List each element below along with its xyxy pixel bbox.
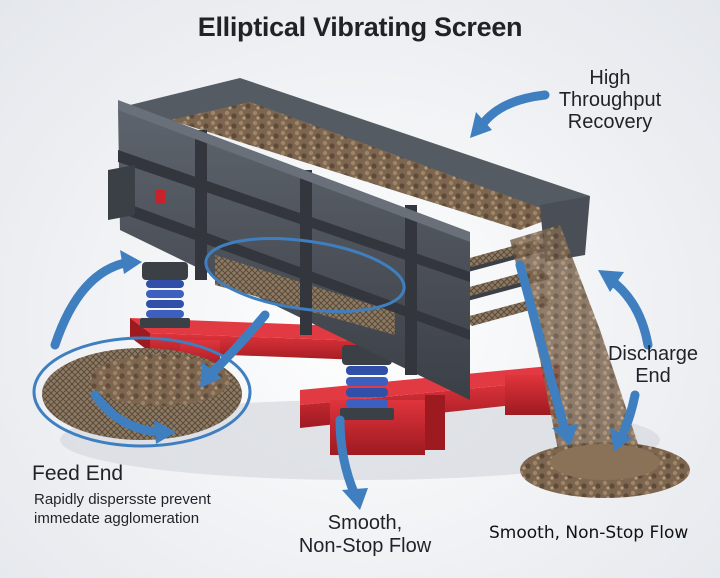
high-throughput-line-1: High: [589, 67, 631, 89]
high-throughput-label: High Throughput Recovery: [545, 67, 675, 133]
feed-end-description: Rapidly dispersste prevent immedate aggl…: [34, 490, 211, 528]
throughput-arrow: [477, 90, 550, 130]
high-throughput-line-2: Throughput: [558, 89, 662, 111]
smooth-flow-line-1: Smooth,: [327, 512, 403, 534]
discharge-end-line-2: End: [635, 365, 671, 387]
feed-end-sample: [32, 336, 252, 448]
screen-body: [108, 78, 590, 400]
high-throughput-line-3: Recovery: [567, 111, 653, 133]
discharge-end-line-1: Discharge: [607, 343, 699, 365]
sample-arrow: [90, 390, 165, 437]
discharge-up-arrow: [603, 273, 653, 350]
discharge-end-label: Discharge End: [598, 343, 708, 387]
smooth-flow-caption: Smooth, Non-Stop Flow: [489, 523, 689, 543]
right-spring: [340, 345, 394, 420]
deck-highlight-ellipse: [204, 237, 406, 313]
discharge-stream: [510, 225, 690, 498]
smooth-flow-line-2: Non-Stop Flow: [298, 535, 432, 557]
smooth-flow-arrow: [335, 415, 360, 500]
deck-to-feed-arrow: [205, 310, 270, 380]
feed-end-title: Feed End: [32, 462, 124, 485]
smooth-flow-label: Smooth, Non-Stop Flow: [290, 512, 440, 558]
feed-end-desc-line-2: immedate agglomeration: [34, 510, 200, 527]
arrow-heads: [120, 112, 632, 510]
feed-arrow: [50, 257, 135, 350]
left-spring: [140, 262, 190, 328]
feed-end-desc-line-1: Rapidly dispersste prevent: [34, 491, 211, 508]
diagram-title: Elliptical Vibrating Screen: [197, 12, 523, 42]
stream-arrow: [515, 260, 570, 435]
